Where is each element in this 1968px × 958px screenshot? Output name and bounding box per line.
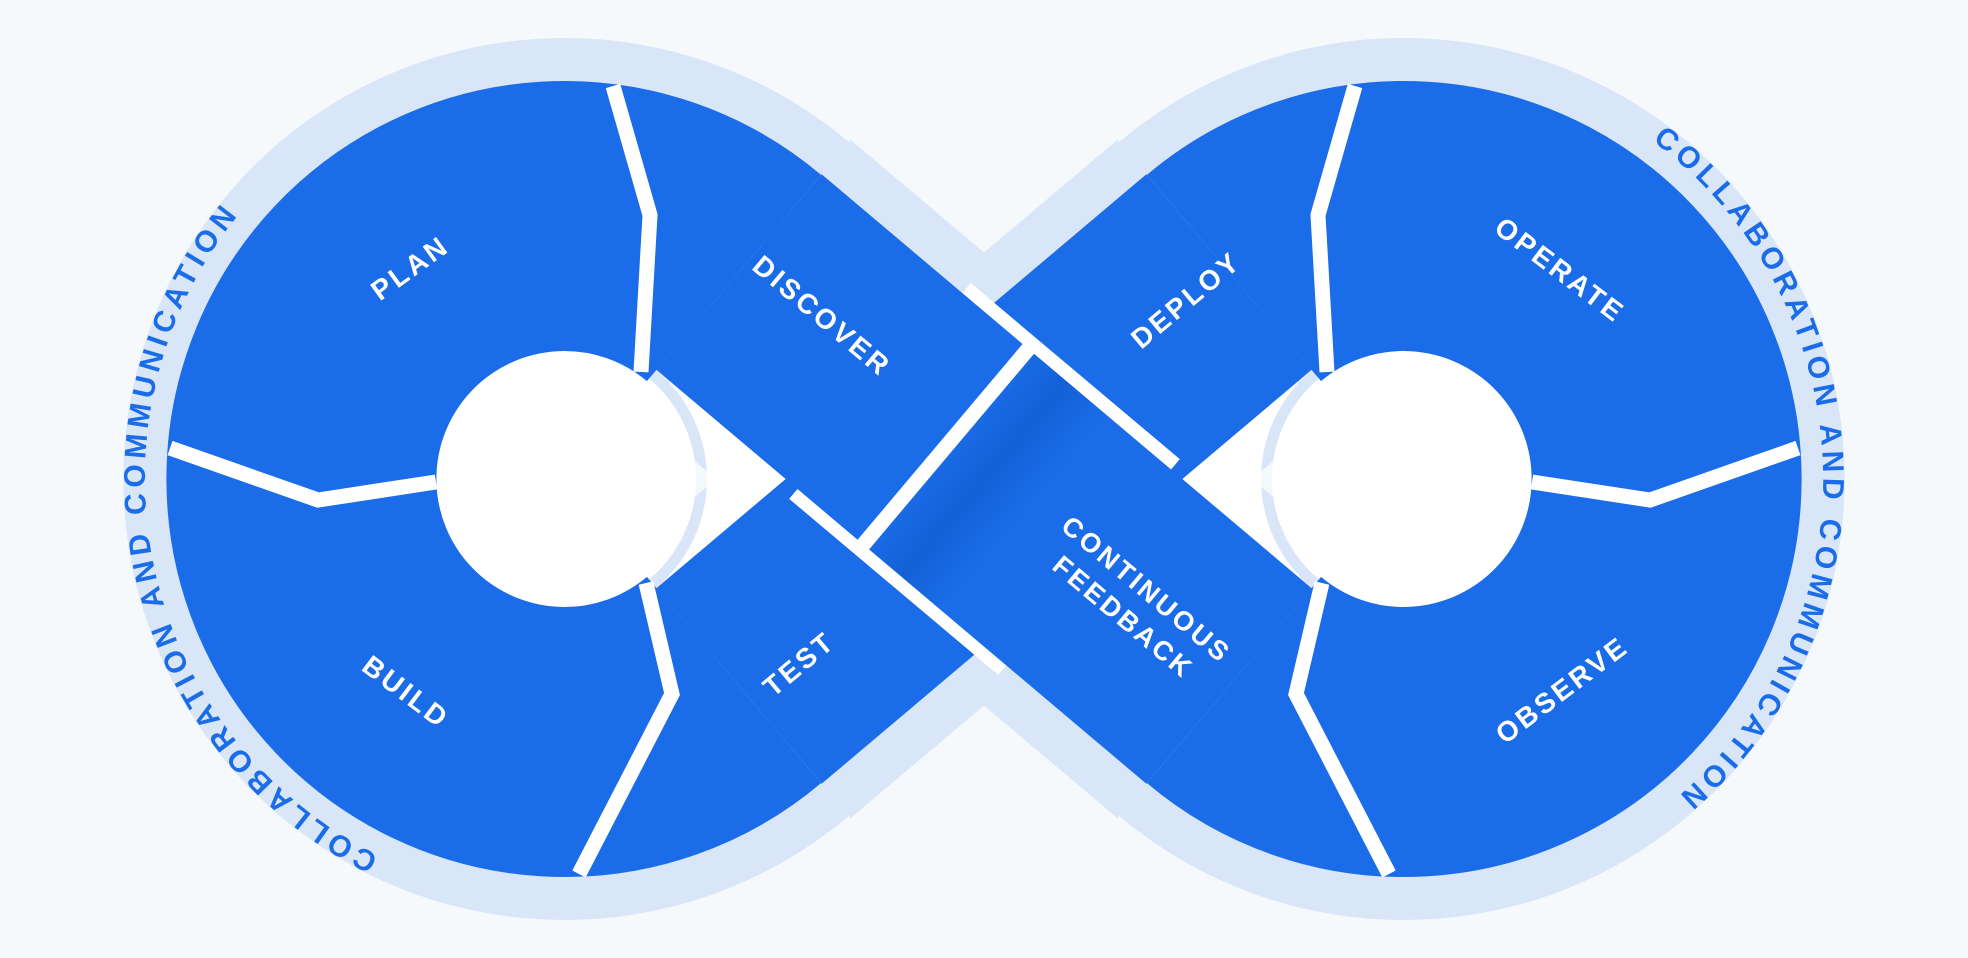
left-center-channel [656,370,786,588]
gap-discover-feedback [857,343,1035,550]
gap-build-test [572,581,680,878]
gap-operate-observe [1530,440,1801,508]
gap-deploy-operate [1310,83,1363,373]
loop-layer [166,81,1802,877]
right-loop-arc [1147,81,1802,877]
left-hole [434,348,696,610]
gap-observe-feedback [1288,581,1396,878]
right-center-channel [1182,370,1312,588]
left-loop-arc [166,81,821,877]
holes-layer [434,348,1534,610]
strip-discover-feedback [656,174,1312,784]
right-hole [1272,348,1534,610]
gap-plan-build [167,440,438,508]
gap-plan-discover [605,83,658,373]
gaps-layer [167,83,1801,878]
